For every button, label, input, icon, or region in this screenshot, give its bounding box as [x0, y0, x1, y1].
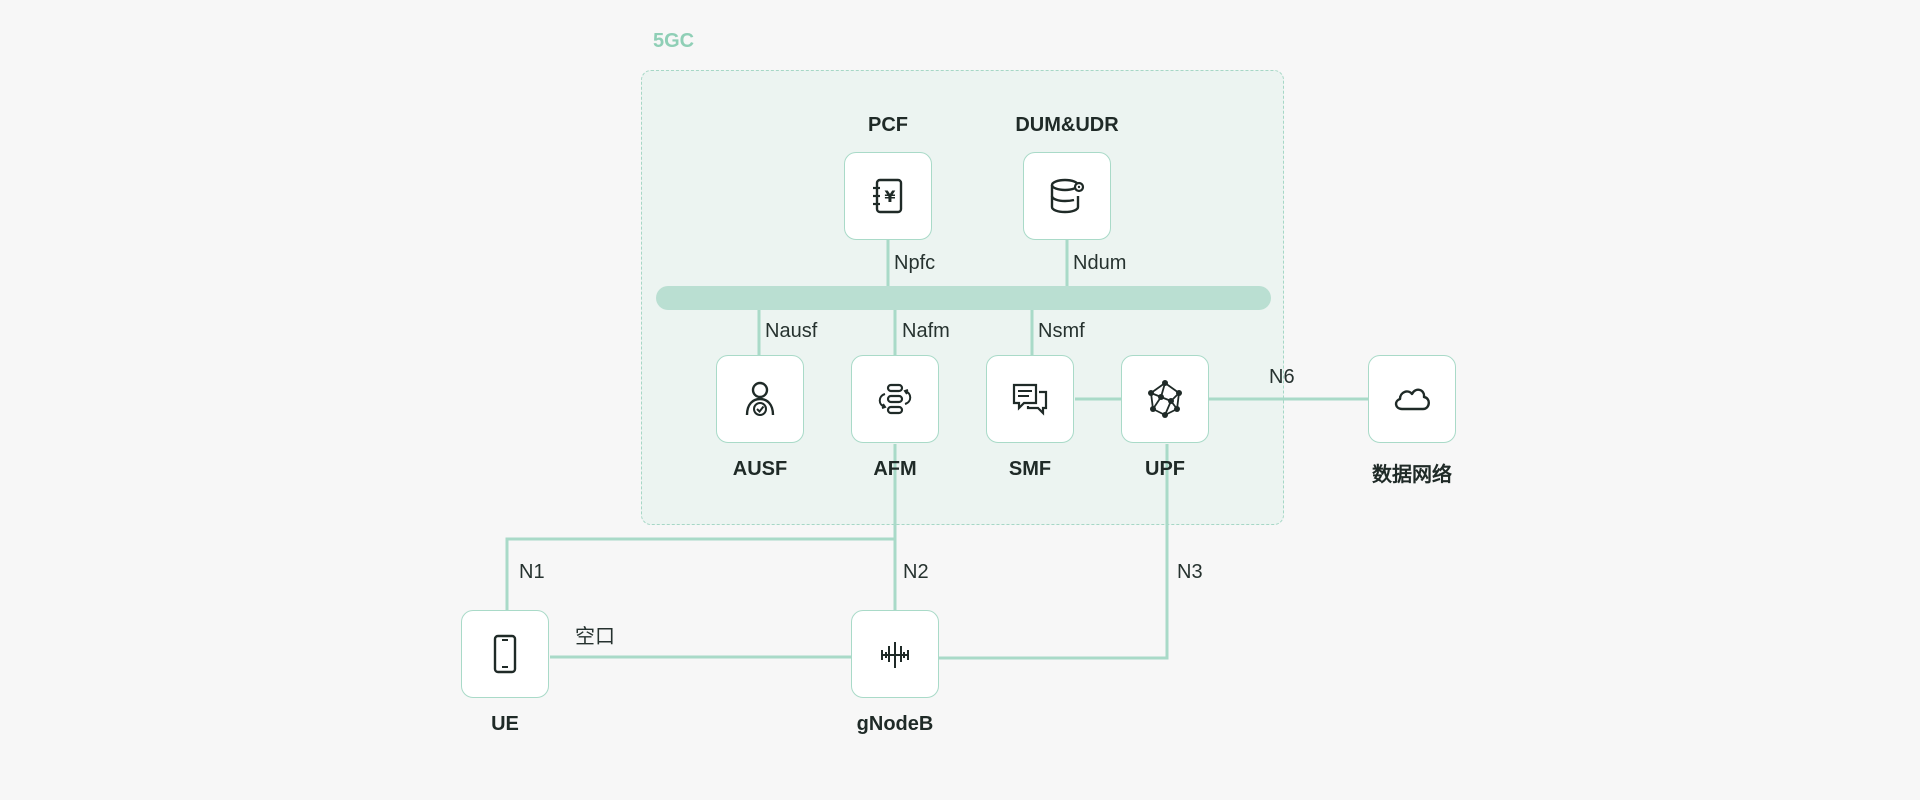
ausf-node[interactable]: [716, 355, 804, 443]
gnodeb-label: gNodeB: [856, 713, 934, 735]
smartphone-icon: [493, 634, 517, 674]
n1-line: [505, 537, 895, 610]
user-check-icon: [745, 381, 775, 416]
ue-node[interactable]: [461, 610, 549, 698]
air-interface-label: 空口: [575, 626, 615, 648]
n3-label: N3: [1177, 561, 1203, 583]
svg-text:¥: ¥: [884, 187, 895, 206]
pcf-label: PCF: [868, 114, 908, 136]
cloud-icon: [1394, 388, 1430, 411]
dum-label: DUM&UDR: [1015, 114, 1119, 136]
afm-label: AFM: [873, 458, 917, 480]
database-gear-icon: [1050, 178, 1085, 214]
upf-node[interactable]: [1121, 355, 1209, 443]
ndum-label: Ndum: [1073, 252, 1127, 274]
n3-line: [939, 444, 1169, 660]
n6-label: N6: [1269, 366, 1295, 388]
smf-label: SMF: [1008, 458, 1052, 480]
ue-label: UE: [491, 713, 519, 735]
nsmf-label: Nsmf: [1038, 320, 1085, 342]
chat-bubbles-icon: [1012, 383, 1048, 416]
npfc-label: Npfc: [894, 252, 936, 274]
nausf-label: Nausf: [765, 320, 818, 342]
antenna-icon: [881, 642, 909, 668]
dum-node[interactable]: [1023, 152, 1111, 240]
data-network-label: 数据网络: [1372, 464, 1452, 486]
network-mesh-icon: [1148, 380, 1182, 418]
data-network-node[interactable]: [1368, 355, 1456, 443]
n1-label: N1: [519, 561, 545, 583]
stack-arrows-icon: [878, 383, 912, 415]
5gc-label: 5GC: [653, 30, 695, 52]
ausf-label: AUSF: [732, 458, 788, 480]
ledger-yen-icon: ¥: [873, 178, 903, 214]
n2-label: N2: [903, 561, 929, 583]
afm-node[interactable]: [851, 355, 939, 443]
pcf-node[interactable]: ¥: [844, 152, 932, 240]
nafm-label: Nafm: [902, 320, 950, 342]
upf-label: UPF: [1145, 458, 1185, 480]
smf-node[interactable]: [986, 355, 1074, 443]
service-bus: [656, 286, 1271, 310]
gnodeb-node[interactable]: [851, 610, 939, 698]
